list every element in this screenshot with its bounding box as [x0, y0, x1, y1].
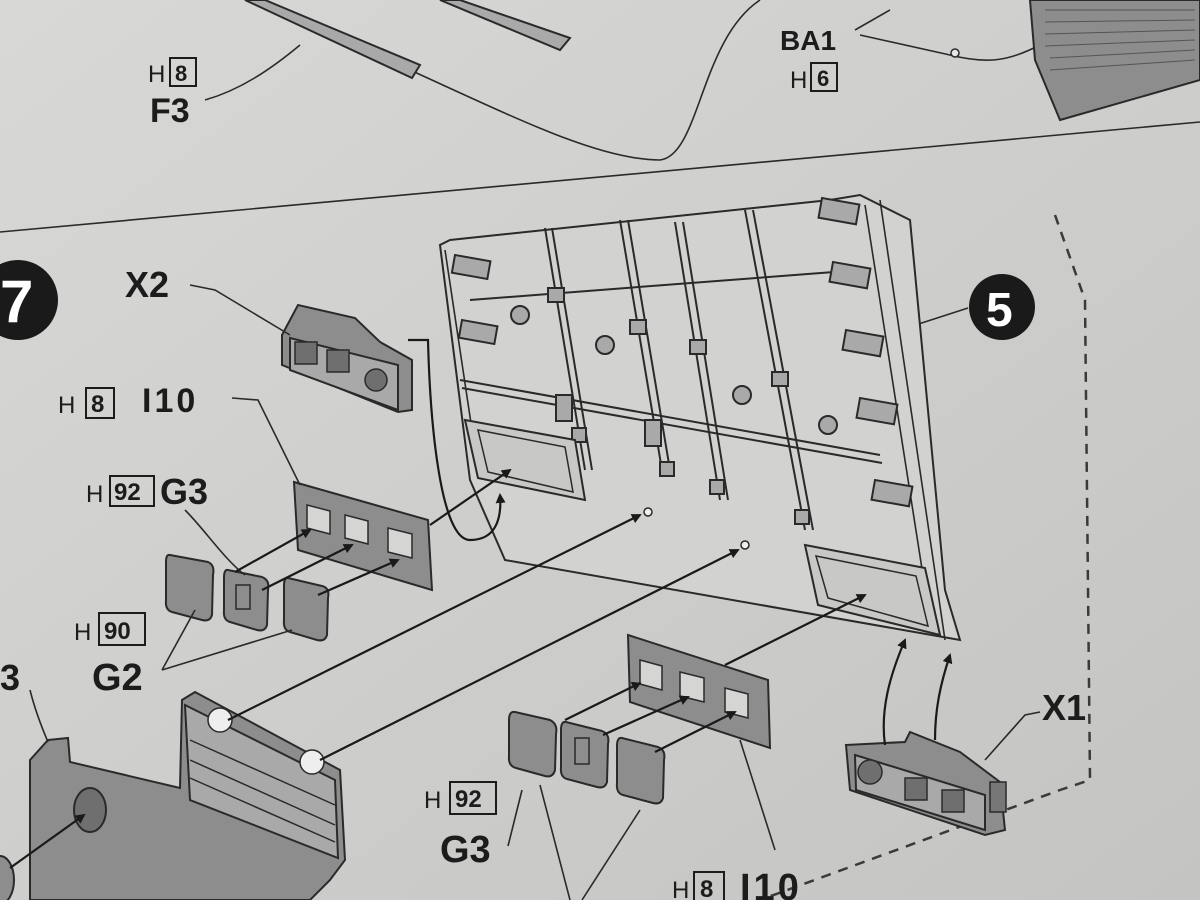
left-lamp-recess-inner — [477, 429, 574, 493]
g2-leader — [161, 609, 293, 671]
h92-mid-letter: H — [86, 481, 103, 508]
mount-hole-1 — [643, 507, 653, 517]
l3-leader — [29, 689, 49, 743]
lens-mid-arrow-1 — [234, 529, 312, 573]
x2-to-panel-arrow — [408, 338, 506, 542]
f3-rod — [244, 0, 422, 80]
g3-lens-mid-2 — [282, 576, 330, 642]
right-lamp-recess — [803, 543, 942, 637]
h92-bottom-letter: H — [424, 787, 441, 814]
h8-bottom-number: 8 — [700, 876, 713, 900]
h92-mid-box — [109, 475, 155, 507]
h6-letter: H — [790, 67, 807, 94]
h92-bottom-number: 92 — [455, 786, 482, 813]
lens-bottom-arrow-1 — [564, 682, 642, 721]
pin-arrow-2 — [319, 549, 740, 761]
i10-mid-leader — [231, 397, 301, 486]
lens-bottom-leader-2 — [539, 784, 641, 900]
ba1-label: BA1 — [780, 25, 836, 56]
h90-box — [98, 612, 146, 646]
h8-mid-number: 8 — [91, 391, 104, 418]
step-5-badge: 5 — [969, 274, 1035, 340]
x2-lamp-bracket — [281, 303, 413, 414]
i10-bottom-leader — [739, 739, 776, 851]
x1-lamp-bracket — [844, 730, 1007, 837]
h92-bottom-box — [449, 781, 497, 815]
i10-mid-label: I10 — [142, 382, 198, 420]
g3-lens-mid-1 — [222, 568, 270, 632]
h8-mid-letter: H — [58, 392, 75, 419]
l3-arrow-left — [9, 813, 86, 869]
i10-bottom-label: I10 — [740, 867, 802, 900]
x1-arrow-1 — [882, 638, 907, 746]
g2-lens-mid — [164, 553, 215, 622]
lens-bottom-arrow-3 — [654, 711, 737, 753]
l3-label: L3 — [0, 657, 20, 698]
upper-step-area: H 8 F3 BA1 H 6 — [0, 0, 1200, 233]
pin-arrow-1 — [227, 514, 642, 721]
mount-hole-2 — [740, 540, 750, 550]
g3-lens-bottom-2 — [559, 720, 610, 789]
upper-right-part — [1028, 0, 1200, 122]
h90-number: 90 — [104, 618, 131, 645]
h6-number: 6 — [817, 66, 829, 91]
h8-mid-box — [85, 387, 115, 419]
panel-horizontal-rails — [459, 269, 883, 464]
right-lamp-recess-inner — [814, 555, 930, 628]
upper-right-part-ribs — [1044, 9, 1196, 71]
x1-arrow-2 — [933, 653, 953, 741]
panel-right-rail-2 — [864, 204, 931, 621]
h8-top-box — [169, 57, 197, 87]
h92-mid-number: 92 — [114, 479, 141, 506]
g3-lens-bottom-1 — [507, 710, 558, 778]
step-5-number: 5 — [986, 284, 1013, 337]
step-7-number: 7 — [0, 268, 33, 335]
lens-mid-arrow-3 — [317, 558, 400, 597]
h8-bottom-letter: H — [672, 877, 689, 900]
g3-lens-bottom-3 — [615, 736, 666, 805]
i10-bottom-to-panel-arrow — [724, 594, 867, 666]
upper-callout-curve — [409, 0, 761, 161]
h8-top-number: 8 — [175, 61, 187, 86]
lens-mid-arrow-2 — [261, 544, 354, 591]
panel-latches — [510, 287, 838, 525]
f3-rod-2 — [439, 0, 572, 52]
x1-label: X1 — [1042, 687, 1086, 728]
l3-bumper-part — [0, 690, 347, 900]
lens-bottom-arrow-2 — [602, 695, 690, 737]
ba1-pin — [950, 48, 960, 58]
i10-mid-to-panel-arrow — [429, 468, 512, 526]
upper-step-boundary — [0, 121, 1200, 233]
ba1-leader-1 — [854, 9, 891, 31]
x1-leader — [984, 711, 1041, 761]
g2-label: G2 — [92, 657, 143, 699]
h8-bottom-box — [693, 871, 725, 900]
g3-bottom-leader — [507, 789, 523, 847]
h8-top-letter: H — [148, 61, 165, 88]
panel-outline — [438, 193, 962, 642]
step-7-badge: 7 — [0, 260, 58, 340]
h90-letter: H — [74, 619, 91, 646]
h6-box — [810, 62, 838, 92]
x2-leader — [189, 284, 291, 336]
g3-bottom-label: G3 — [440, 829, 491, 871]
x2-label: X2 — [125, 264, 169, 305]
panel-right-rail — [879, 199, 946, 641]
f3-label: F3 — [150, 92, 190, 130]
g3-mid-label: G3 — [160, 471, 208, 512]
f3-leader — [204, 44, 301, 101]
panel-hinges — [450, 196, 914, 508]
